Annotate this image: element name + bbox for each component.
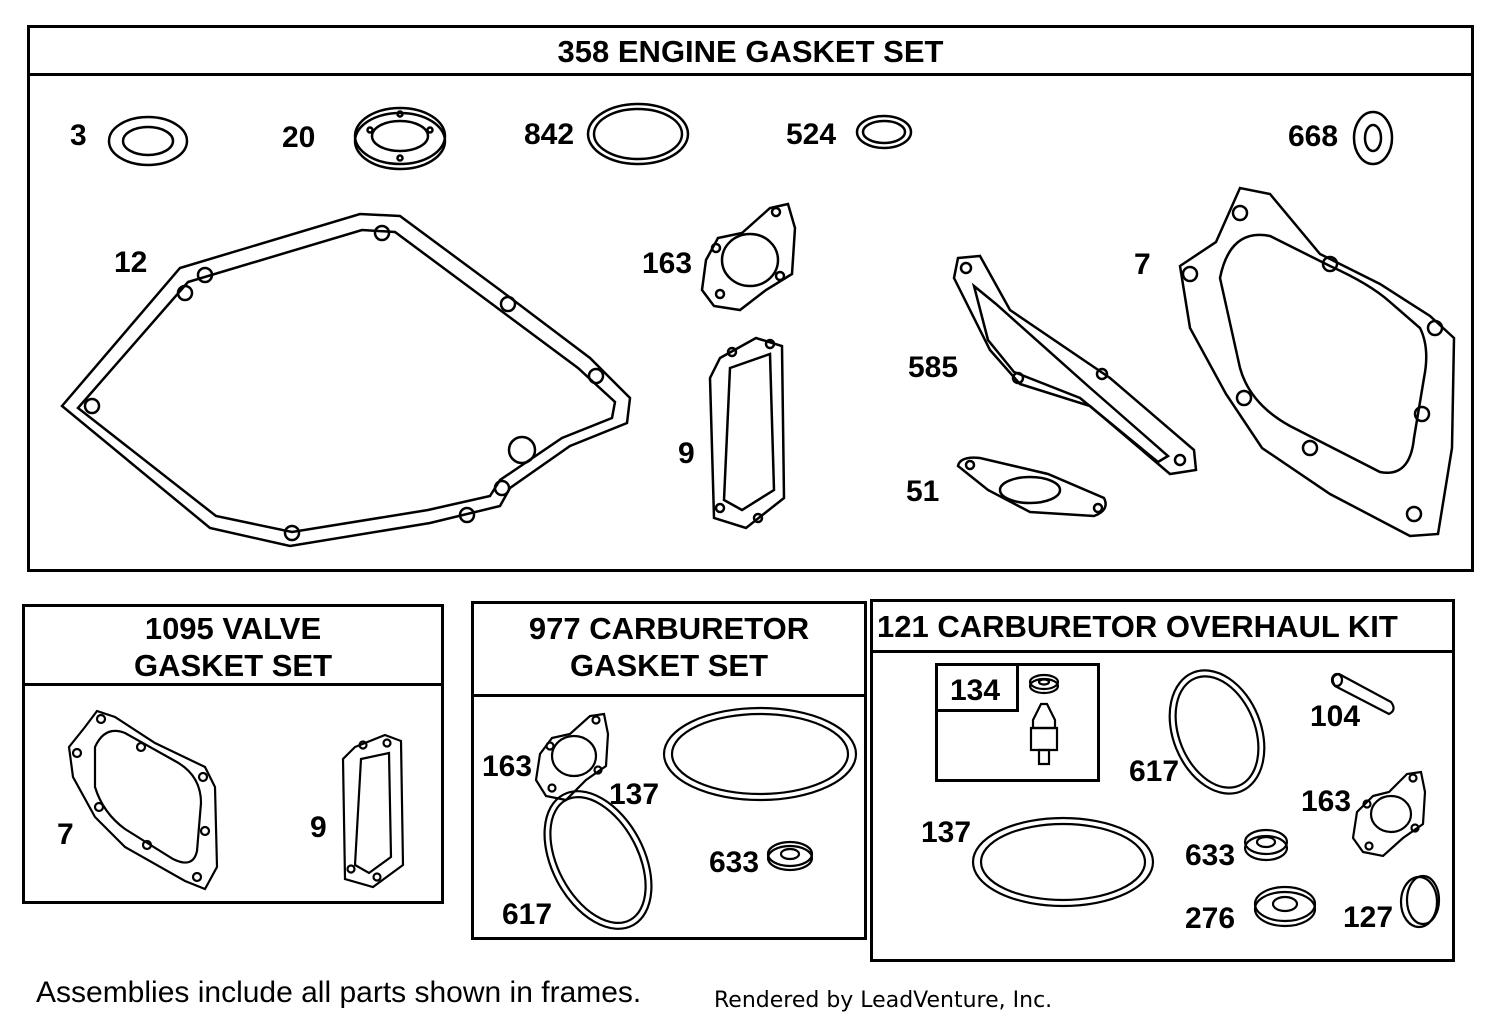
part-gasket-163 — [536, 714, 608, 800]
frame-engine-gasket-set: 358 ENGINE GASKET SET — [27, 25, 1474, 572]
frame-valve-gasket-set: 1095 VALVE GASKET SET 7 9 — [22, 604, 444, 904]
part-label-7: 7 — [1134, 248, 1151, 281]
part-washer-633 — [768, 842, 812, 870]
part-label-668: 668 — [1288, 120, 1339, 153]
part-label-633: 633 — [709, 846, 760, 879]
part-label-276: 276 — [1185, 902, 1236, 935]
part-label-617: 617 — [1129, 755, 1180, 788]
part-washer-633 — [1245, 830, 1287, 860]
part-label-617: 617 — [502, 898, 553, 931]
part-label-163: 163 — [642, 247, 693, 280]
part-label-134: 134 — [950, 674, 1001, 707]
part-label-12: 12 — [114, 246, 148, 279]
part-label-3: 3 — [70, 119, 87, 152]
part-oil-seal-20 — [355, 108, 445, 169]
frame-title-carburetor: 977 CARBURETOR GASKET SET — [474, 604, 864, 697]
engine-parts-drawing — [30, 28, 1471, 569]
part-label-137: 137 — [609, 778, 660, 811]
part-label-9: 9 — [678, 437, 695, 470]
part-washer-3 — [109, 117, 187, 165]
part-washer-276 — [1255, 887, 1315, 926]
part-rocker-gasket-9 — [343, 735, 403, 887]
frame-title-valve: 1095 VALVE GASKET SET — [25, 607, 441, 686]
part-label-9: 9 — [310, 811, 327, 844]
frame-title-overhaul: 121 CARBURETOR OVERHAUL KIT — [873, 602, 1452, 653]
part-label-104: 104 — [1310, 700, 1361, 733]
part-intake-gasket-585 — [954, 256, 1196, 474]
part-ring-617 — [1152, 656, 1282, 808]
part-label-163: 163 — [1301, 785, 1352, 818]
part-label-842: 842 — [524, 118, 575, 151]
valve-parts-drawing — [25, 607, 441, 901]
part-label-51: 51 — [906, 475, 940, 508]
render-credit: Rendered by LeadVenture, Inc. — [714, 988, 1053, 1013]
part-rocker-gasket-9 — [710, 338, 784, 528]
part-label-585: 585 — [908, 351, 959, 384]
part-pin-104 — [1332, 674, 1394, 714]
inset-label-box — [935, 663, 1019, 712]
part-head-gasket-7 — [1180, 188, 1454, 536]
part-crankcase-gasket-12 — [62, 214, 630, 546]
part-ring-137 — [664, 708, 856, 800]
part-plug-127 — [1401, 876, 1439, 927]
part-label-163: 163 — [482, 750, 533, 783]
frame-carburetor-overhaul-kit: 121 CARBURETOR OVERHAUL KIT 134 — [870, 599, 1455, 962]
inset-needle-valve-box: 134 — [935, 663, 1100, 782]
part-ring-524 — [857, 116, 911, 148]
assemblies-note: Assemblies include all parts shown in fr… — [36, 976, 642, 1009]
part-label-20: 20 — [282, 121, 316, 154]
part-ring-842 — [588, 104, 688, 164]
part-gasket-163 — [1353, 772, 1425, 856]
frame-carburetor-gasket-set: 977 CARBURETOR GASKET SET 163 137 617 63… — [471, 601, 867, 940]
part-washer-668 — [1354, 112, 1392, 164]
part-ring-617 — [523, 773, 674, 947]
part-label-127: 127 — [1343, 901, 1394, 934]
part-needle-valve-134 — [1030, 675, 1058, 764]
part-label-524: 524 — [786, 118, 837, 151]
part-head-gasket-7 — [69, 711, 217, 889]
overhaul-parts-drawing — [873, 602, 1452, 959]
carburetor-parts-drawing — [474, 604, 864, 937]
part-label-7: 7 — [57, 818, 74, 851]
part-ring-137 — [973, 818, 1153, 906]
part-exhaust-gasket-51 — [958, 458, 1106, 516]
frame-title-engine: 358 ENGINE GASKET SET — [30, 31, 1471, 76]
part-gasket-163 — [702, 204, 795, 310]
part-label-137: 137 — [921, 816, 972, 849]
part-label-633: 633 — [1185, 839, 1236, 872]
